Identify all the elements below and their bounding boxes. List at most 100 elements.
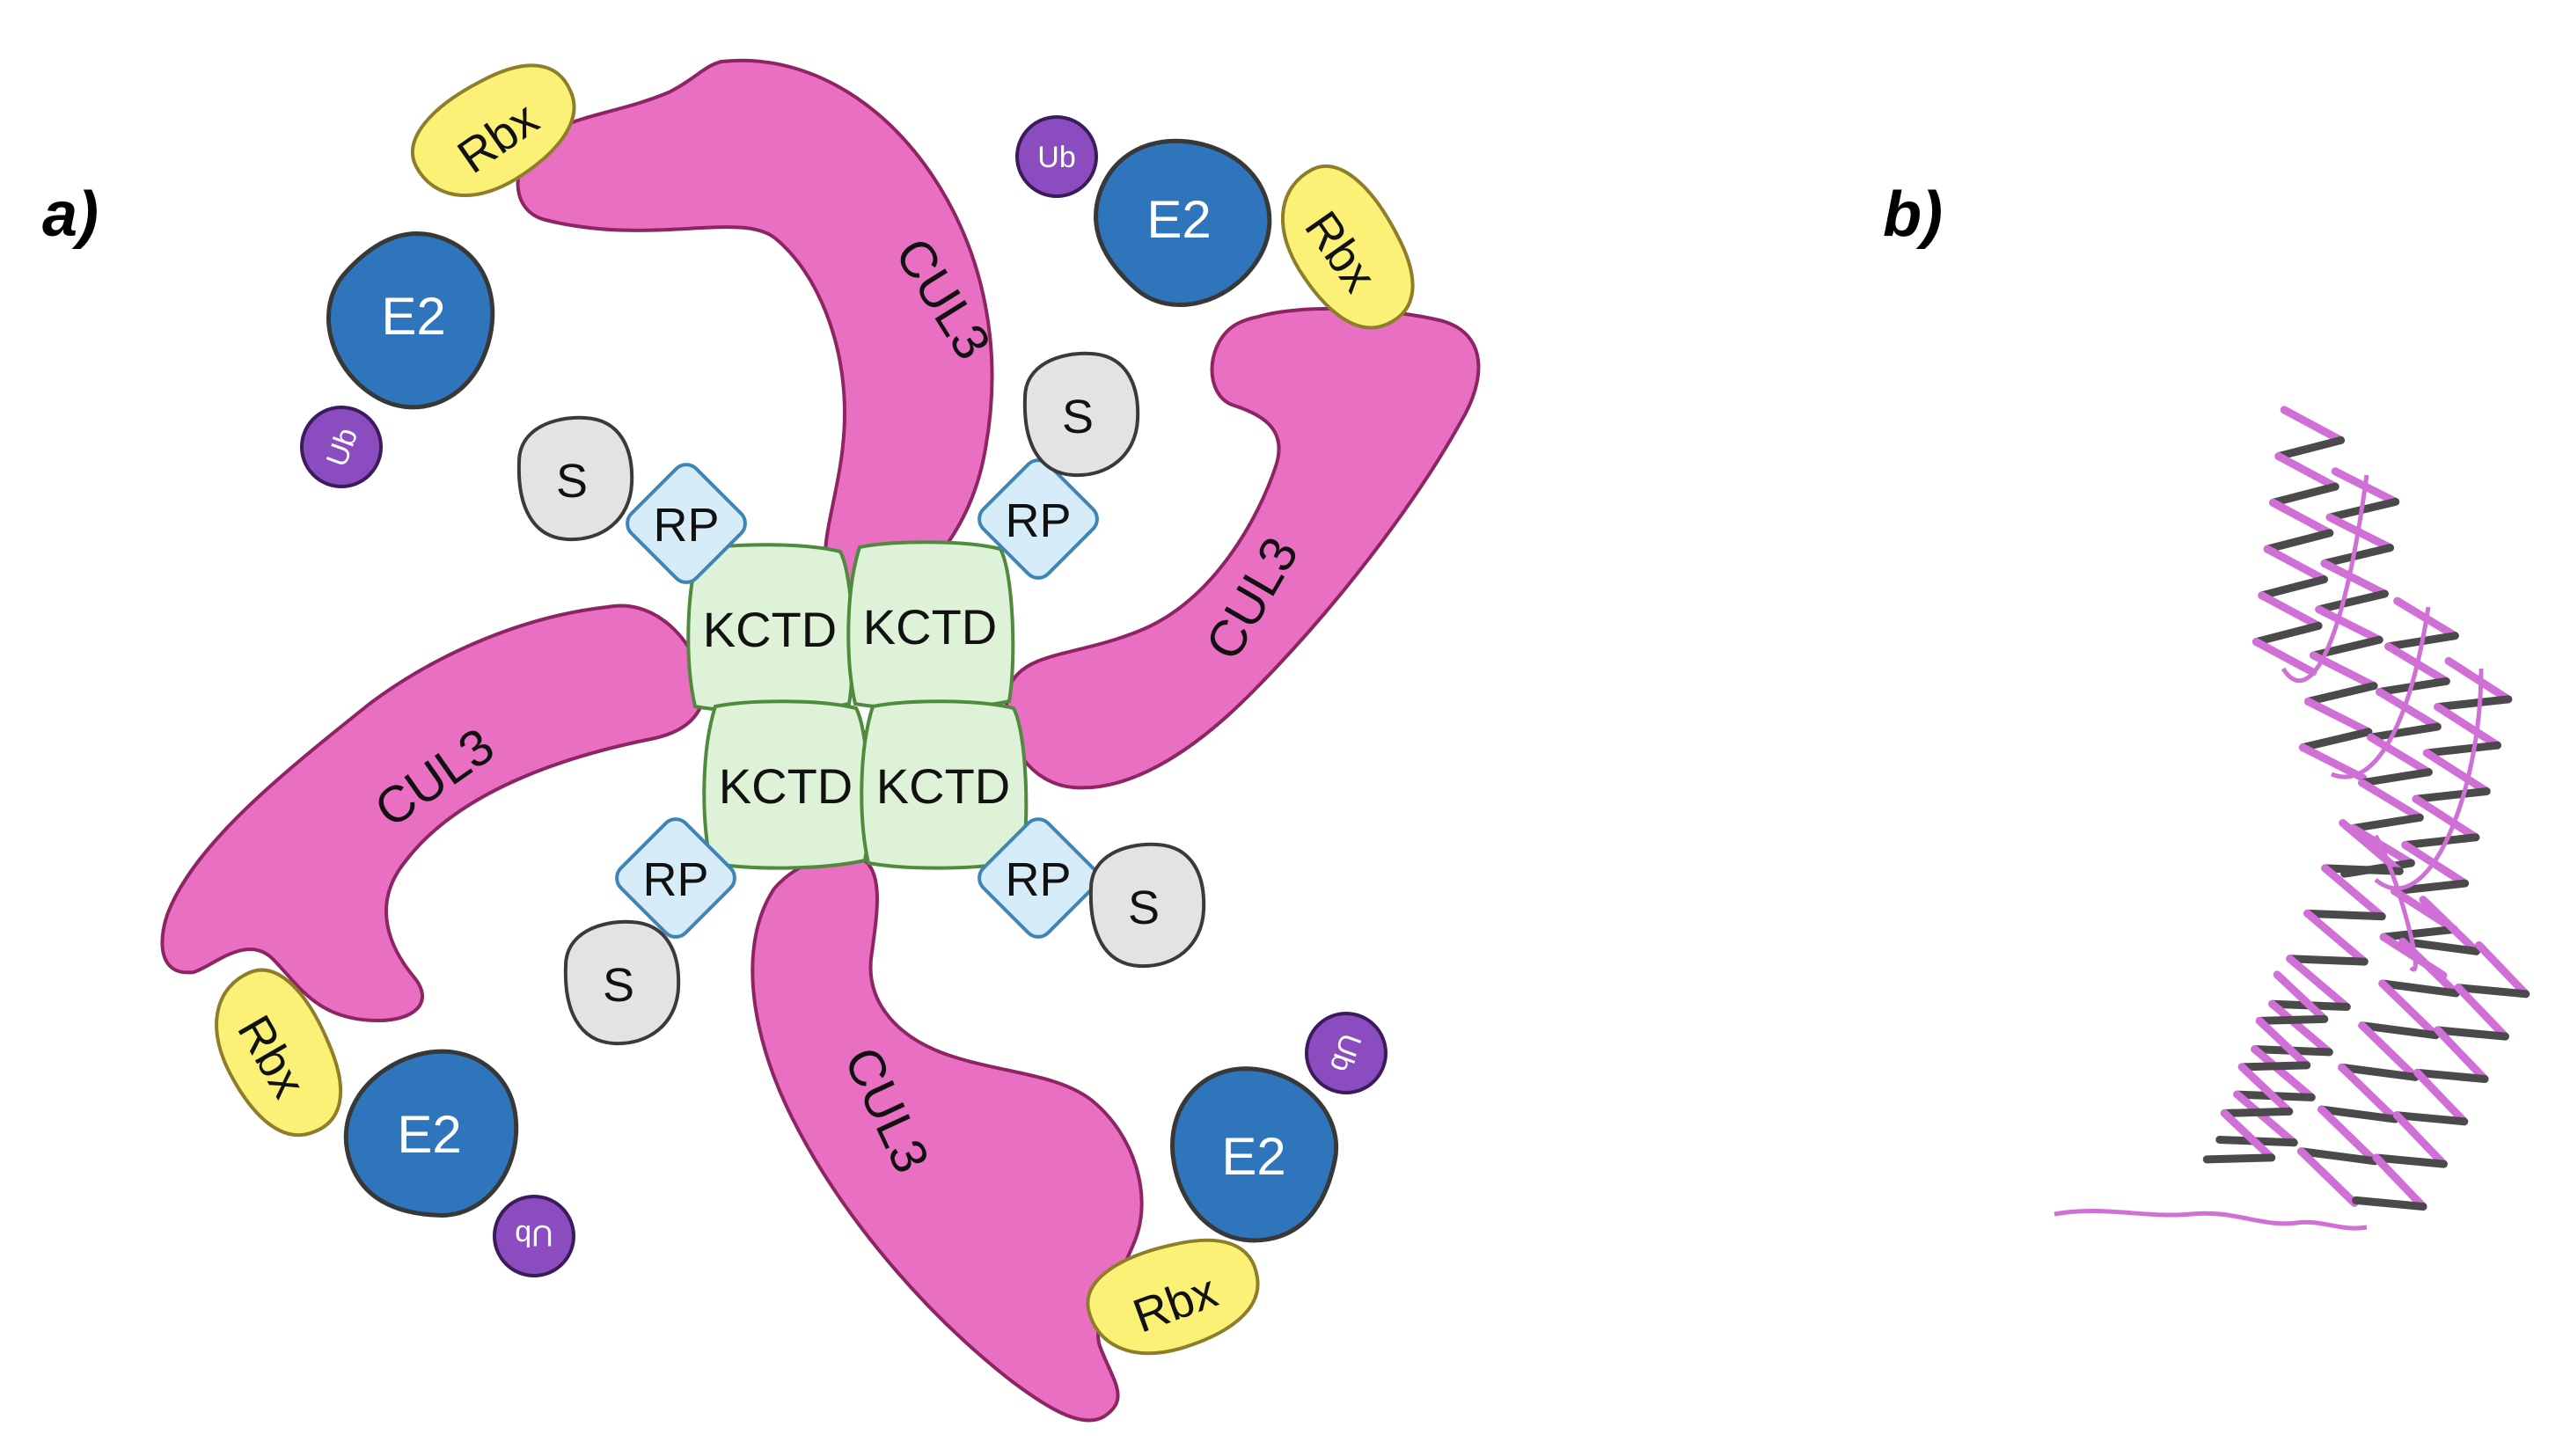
loop-segment [2281, 474, 2369, 684]
helix-turn [2274, 452, 2339, 491]
helix-turn [2434, 695, 2513, 712]
helix-turn [2454, 984, 2530, 999]
helix-turn [2338, 1063, 2399, 1123]
helix-turn [2297, 1147, 2359, 1207]
helix-turn [2398, 937, 2480, 955]
e2-bottom-right: E2 [1160, 1054, 1351, 1253]
ub-circle [1305, 1012, 1388, 1094]
helix-turn [2251, 1045, 2316, 1101]
kctd-bottom-left: KCTD [702, 699, 871, 870]
helix-turn [2398, 937, 2460, 998]
helix-turn [2401, 833, 2480, 850]
kctd-bottom-right: KCTD [860, 699, 1029, 870]
cul3-bottom-right: CUL3 [750, 854, 1144, 1423]
rp-bottom-left: RP [615, 817, 736, 939]
ub-circle [493, 1195, 575, 1277]
helix-turn [2434, 1026, 2489, 1083]
panel-label-b: b) [1883, 179, 1943, 250]
rp-shape [615, 817, 736, 939]
s-bottom-right: S [1088, 842, 1206, 969]
arm-bottom-right: CUL3 Rbx E2 Ub [750, 854, 1388, 1423]
helix-turn [2263, 529, 2334, 553]
helix-turn [2251, 638, 2317, 677]
ub-label: Ub [515, 1218, 553, 1252]
rp-shape [626, 463, 747, 584]
helix-turn [2367, 722, 2442, 742]
helix-turn [2320, 544, 2395, 567]
helix-turn [2320, 559, 2389, 598]
kctd-label: KCTD [719, 758, 853, 814]
helix-turn [2434, 1026, 2509, 1041]
helix-turn [2315, 605, 2383, 644]
helix-turn [2475, 940, 2530, 999]
helix-turn [2372, 1153, 2448, 1168]
arm-top-right: CUL3 Rbx E2 Ub [1004, 115, 1481, 790]
helix-turn [2338, 1063, 2420, 1081]
helix-turn [2358, 1021, 2420, 1081]
helix-turn [2422, 741, 2502, 757]
rp-shape [977, 458, 1099, 580]
s-label: S [603, 959, 634, 1012]
helix-turn [2412, 794, 2480, 842]
helix-turn [2268, 999, 2333, 1057]
rp-top-right: RP [977, 458, 1099, 580]
helix-turn [2297, 1147, 2379, 1166]
helix-turn [2358, 1021, 2440, 1040]
cul3-shape [160, 604, 706, 1023]
helix-turn [2255, 1014, 2329, 1025]
helix-turn [2352, 1196, 2427, 1211]
rp-bottom-right: RP [977, 817, 1099, 939]
e2-label: E2 [1221, 1127, 1285, 1186]
helix-turn [2303, 909, 2369, 966]
ub-circle [1015, 115, 1098, 198]
kctd-top-left: KCTD [686, 543, 855, 713]
ub-bottom-left: Ub [493, 1195, 575, 1277]
e2-label: E2 [1146, 190, 1211, 249]
rbx-top-left: Rbx [393, 38, 597, 224]
helix-turn [2274, 435, 2346, 461]
arm-top-left: CUL3 Rbx E2 Ub [300, 38, 1001, 601]
helix-turn [2310, 651, 2378, 691]
helix-turn [2310, 635, 2383, 660]
s-group: S S S S [516, 351, 1206, 1046]
helix-turn [2392, 1111, 2448, 1168]
helix-turn [2258, 591, 2323, 630]
helix-turn [2263, 545, 2328, 584]
rbx-bottom-right: Rbx [1074, 1217, 1275, 1376]
ribbon-tail [2054, 1209, 2368, 1231]
helix-bundle [2202, 406, 2530, 1211]
cul3-top-right: CUL3 [1004, 306, 1481, 790]
rp-shape [977, 817, 1099, 939]
rp-top-left: RP [626, 463, 747, 584]
ub-bottom-right: Ub [1305, 1012, 1388, 1094]
helix-turn [2422, 749, 2491, 795]
rp-group: RP RP RP RP [615, 458, 1099, 939]
helix-turn [2298, 728, 2373, 752]
e2-label: E2 [397, 1105, 461, 1164]
helix-turn [2269, 498, 2334, 538]
helix-turn [2349, 813, 2424, 832]
helix-turn [2321, 864, 2386, 921]
rbx-top-right: Rbx [1254, 147, 1440, 351]
kctd-label: KCTD [863, 599, 997, 655]
rp-label: RP [1005, 853, 1071, 906]
helix-turn [2372, 1153, 2427, 1211]
helix-turn [2286, 955, 2369, 966]
panel-label-a: a) [42, 179, 99, 250]
helix-turn [2233, 1090, 2298, 1147]
helix-turn [2258, 575, 2328, 600]
helix-turn [2317, 1105, 2379, 1166]
helix-turn [2419, 896, 2480, 955]
helix-turn [2237, 1061, 2311, 1072]
protein-ribbon-structure [2054, 406, 2530, 1231]
helix-turn [2220, 1107, 2294, 1117]
cul3-shape [750, 854, 1144, 1423]
helix-turn [2251, 621, 2323, 647]
s-top-right: S [1022, 351, 1140, 478]
helix-turn [2339, 819, 2404, 875]
helix-turn [2255, 1016, 2311, 1070]
helix-turn [2412, 787, 2491, 803]
ub-label: Ub [1037, 141, 1075, 174]
ub-top-right: Ub [1015, 115, 1098, 198]
helix-turn [2358, 768, 2433, 787]
